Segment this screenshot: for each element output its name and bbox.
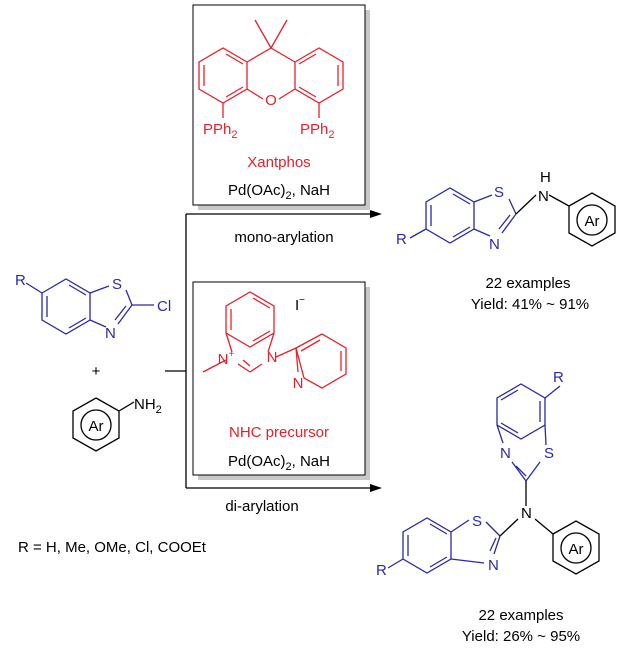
nhc-box: N+ N N I− NHC precursor Pd(OAc)2, NaH <box>192 281 370 480</box>
reaction-arrows: mono-arylation di-arylation <box>165 210 382 515</box>
mono-n-ring: N <box>489 236 500 253</box>
reactant-benzothiazole: R S N Cl <box>15 272 171 342</box>
mono-ar: Ar <box>585 213 600 230</box>
xantphos-pph2-left: PPh2 <box>203 121 237 141</box>
xantphos-structure: O PPh2 PPh2 <box>198 19 344 141</box>
di-r-bottom: R <box>376 562 387 579</box>
reactant-n: N <box>105 325 116 342</box>
di-n-center: N <box>521 505 532 522</box>
di-r-top: R <box>553 369 564 386</box>
arrow-head-top <box>370 210 382 218</box>
product-di-arylation: R S N N S N R Ar 22 examples Yield: 26% … <box>376 369 600 645</box>
pd-conditions-top: Pd(OAc)2, NaH <box>228 182 330 202</box>
reactant-s: S <box>112 276 122 293</box>
mono-s: S <box>494 184 504 201</box>
iodide-counterion: I− <box>295 295 305 314</box>
reactant-aniline: Ar NH2 <box>72 396 162 452</box>
nhc-n1: N <box>267 349 278 366</box>
plus-sign: + <box>92 363 101 380</box>
di-examples: 22 examples <box>478 607 563 624</box>
di-yield: Yield: 26% ~ 95% <box>462 628 580 645</box>
aniline-nh2: NH2 <box>134 396 162 416</box>
nhc-n-pyridine: N <box>293 375 304 392</box>
nhc-label: NHC precursor <box>229 424 329 441</box>
mono-r: R <box>396 231 407 248</box>
arrow-head-bottom <box>370 484 382 492</box>
xantphos-box: O PPh2 PPh2 Xantphos Pd(OAc)2, NaH <box>192 4 370 210</box>
di-s-bottom: S <box>472 513 482 530</box>
reactant-r: R <box>15 272 26 289</box>
substituent-list: R = H, Me, OMe, Cl, COOEt <box>18 539 207 556</box>
mono-arylation-label: mono-arylation <box>234 229 333 246</box>
di-n-top: N <box>500 445 511 462</box>
mono-yield: Yield: 41% ~ 91% <box>471 296 589 313</box>
pd-conditions-bottom: Pd(OAc)2, NaH <box>228 453 330 473</box>
xantphos-pph2-right: PPh2 <box>300 121 334 141</box>
reactant-cl: Cl <box>157 298 171 315</box>
mono-examples: 22 examples <box>485 275 570 292</box>
di-arylation-label: di-arylation <box>225 498 298 515</box>
di-s-top: S <box>544 445 554 462</box>
xantphos-o-atom: O <box>265 92 277 109</box>
aniline-ar: Ar <box>89 418 104 435</box>
mono-nh-n: N <box>538 188 549 205</box>
mono-nh-h: H <box>540 169 551 186</box>
nhc-n-plus: N+ <box>218 349 235 368</box>
di-ar: Ar <box>569 541 584 558</box>
xantphos-label: Xantphos <box>247 154 310 171</box>
di-n-bottom: N <box>488 557 499 574</box>
nhc-structure: N+ N N I− <box>202 291 347 392</box>
product-mono-arylation: R S N N H Ar 22 examples Yield: 41% ~ 91… <box>396 169 616 313</box>
